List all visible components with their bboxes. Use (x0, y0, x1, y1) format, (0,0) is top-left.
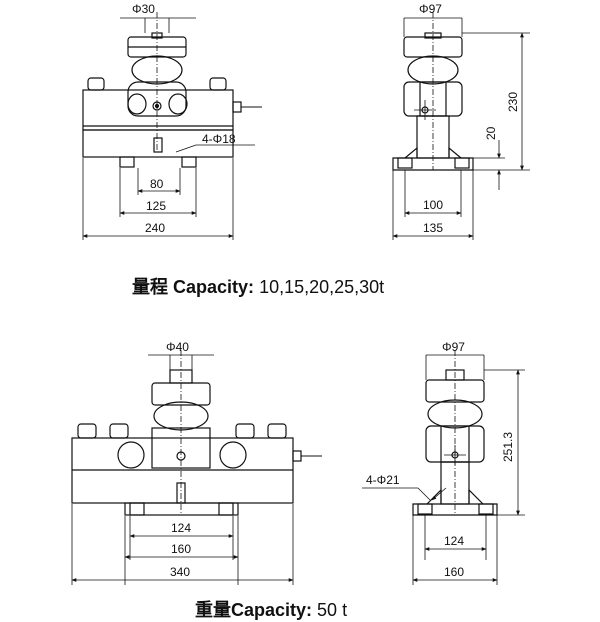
dim-top-front-dia: Φ30 (132, 2, 155, 16)
dim-top-side-135: 135 (423, 221, 443, 235)
dim-bottom-side-160: 160 (444, 565, 464, 579)
dim-top-side-dia: Φ97 (419, 2, 442, 16)
dim-bottom-side-124: 124 (444, 534, 464, 548)
caption-top-label: Capacity: (173, 277, 255, 297)
dim-top-side-height: 230 (506, 92, 520, 112)
caption-bottom-label: Capacity: (231, 600, 313, 620)
top-front-view (82, 12, 262, 240)
caption-bottom-cn: 重量 (195, 600, 231, 620)
dim-bottom-front-124: 124 (171, 521, 191, 535)
dim-top-side-base: 20 (484, 126, 498, 140)
dim-bottom-front-dia: Φ40 (166, 340, 189, 354)
bottom-side-view (362, 350, 525, 585)
dim-top-front-240: 240 (145, 221, 165, 235)
dim-bottom-side-holes: 4-Φ21 (366, 473, 400, 487)
dim-bottom-side-dia: Φ97 (442, 340, 465, 354)
dim-top-front-125: 125 (146, 199, 166, 213)
dim-top-front-80: 80 (150, 177, 164, 191)
caption-bottom-value: 50 t (317, 600, 348, 620)
dim-top-front-holes: 4-Φ18 (202, 132, 236, 146)
top-side-view (392, 12, 530, 240)
bottom-front-view (71, 350, 322, 585)
dim-bottom-front-340: 340 (170, 565, 190, 579)
caption-bottom: 重量Capacity: 50 t (195, 596, 347, 622)
dim-bottom-front-160: 160 (171, 542, 191, 556)
caption-top-cn: 量程 (132, 277, 168, 297)
caption-top: 量程 Capacity: 10,15,20,25,30t (132, 273, 384, 299)
dim-bottom-side-height: 251.3 (501, 432, 515, 462)
caption-top-value: 10,15,20,25,30t (259, 277, 385, 297)
dim-top-side-100: 100 (423, 198, 443, 212)
